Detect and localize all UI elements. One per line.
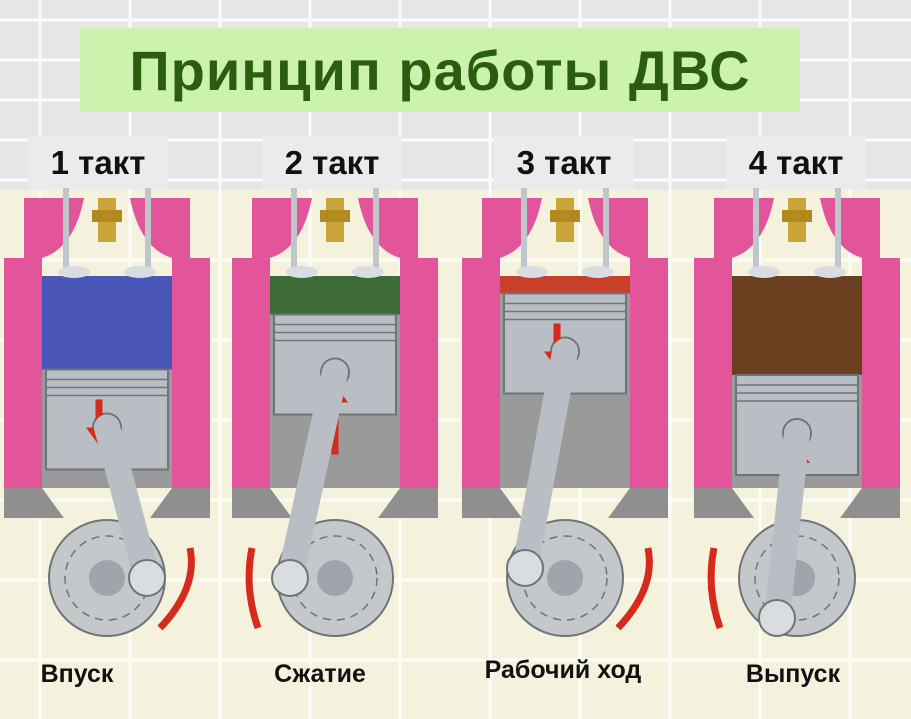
spark-plug-nut <box>320 210 350 222</box>
stroke-1-label-box: 1 такт <box>28 136 168 190</box>
cylinder-wall-left <box>694 258 732 488</box>
cylinder-head-right <box>588 198 648 258</box>
crankcase-base <box>232 488 438 518</box>
cylinder-head-right <box>820 198 880 258</box>
connecting-rod <box>764 420 810 631</box>
rotation-arrow <box>707 547 724 630</box>
cylinder-wall-left <box>232 258 270 488</box>
phase-exhaust-label: Выпуск <box>745 660 841 688</box>
crankcase-base <box>4 488 210 518</box>
stroke-3-label-box: 3 такт <box>494 136 634 190</box>
phase-intake-label: Впуск <box>40 660 114 688</box>
cylinder-head-left <box>482 198 542 258</box>
crank-pin <box>128 559 166 597</box>
intake-valve-head <box>748 266 780 278</box>
rotation-arrow <box>615 547 653 631</box>
stroke-2-label-box: 2 такт <box>262 136 402 190</box>
stroke-3-label: 3 такт <box>516 144 612 181</box>
engine-diagram-3 <box>462 188 668 637</box>
gas-charge <box>500 276 630 294</box>
intake-valve-head <box>58 266 90 278</box>
exhaust-valve-head <box>814 266 846 278</box>
cylinder-head-left <box>252 198 312 258</box>
crankshaft-axis <box>317 560 353 596</box>
connecting-rod <box>277 359 348 591</box>
rotation-arrow <box>157 547 195 631</box>
exhaust-valve-head <box>124 266 156 278</box>
spark-plug-nut <box>92 210 122 222</box>
exhaust-valve-head <box>352 266 384 278</box>
intake-valve-head <box>286 266 318 278</box>
intake-valve-head <box>516 266 548 278</box>
crankcase-base <box>462 488 668 518</box>
rotation-arrow <box>245 547 262 630</box>
engine-diagram-1 <box>4 188 210 637</box>
crank-pin <box>271 559 309 597</box>
stroke-4-label: 4 такт <box>748 144 844 181</box>
cylinder-wall-right <box>862 258 900 488</box>
cylinder-head-left <box>714 198 774 258</box>
gas-charge <box>42 276 172 370</box>
engine-diagram-2 <box>232 188 438 637</box>
crank-pin <box>758 599 796 637</box>
exhaust-valve-head <box>582 266 614 278</box>
stroke-2-label: 2 такт <box>284 144 380 181</box>
cylinder-head-left <box>24 198 84 258</box>
crank-pin <box>506 549 544 587</box>
cylinder-wall-right <box>630 258 668 488</box>
cylinder-wall-right <box>172 258 210 488</box>
gas-charge <box>270 276 400 315</box>
cylinder-wall-left <box>462 258 500 488</box>
phase-power-label: Рабочий ход <box>484 656 642 684</box>
cylinder-head-right <box>358 198 418 258</box>
connecting-rod <box>94 414 160 591</box>
crankshaft-axis <box>89 560 125 596</box>
spark-plug-nut <box>550 210 580 222</box>
spark-plug-nut <box>782 210 812 222</box>
connecting-rod <box>512 338 578 581</box>
crankcase-base <box>694 488 900 518</box>
page-title: Принцип работы ДВС <box>129 38 751 102</box>
engine-diagram-4 <box>694 188 900 637</box>
stroke-1-label: 1 такт <box>50 144 146 181</box>
gas-charge <box>732 276 862 375</box>
cylinder-head-right <box>130 198 190 258</box>
cylinder-wall-right <box>400 258 438 488</box>
cylinder-wall-left <box>4 258 42 488</box>
stroke-4-label-box: 4 такт <box>726 136 866 190</box>
crankshaft-axis <box>547 560 583 596</box>
title-banner: Принцип работы ДВС <box>80 28 800 112</box>
phase-compression-label: Сжатие <box>274 660 366 688</box>
